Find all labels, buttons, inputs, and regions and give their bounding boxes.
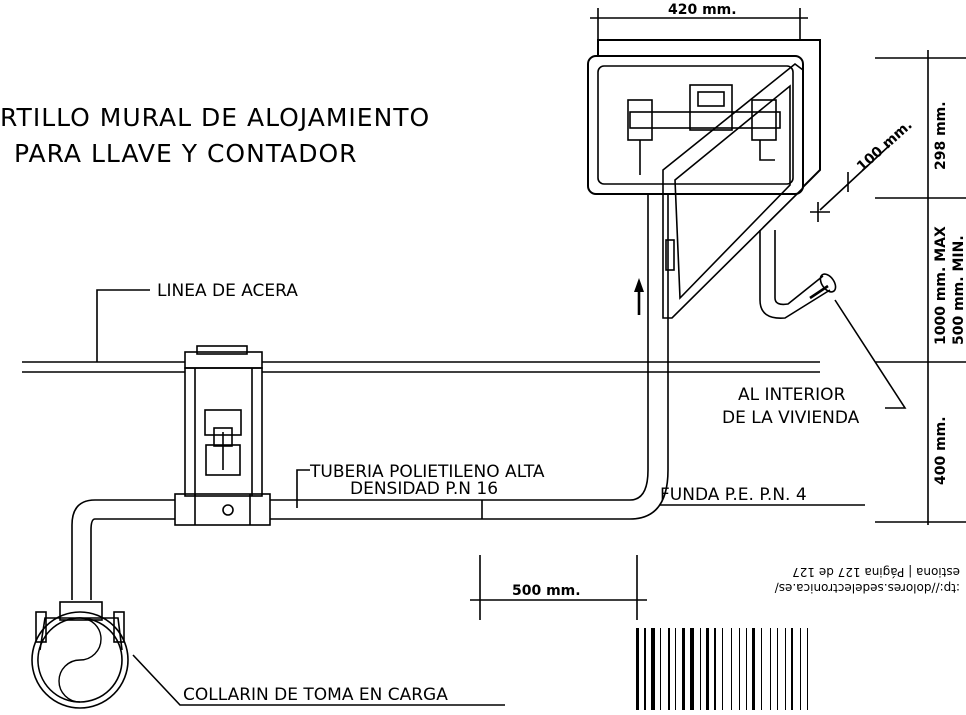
dim-depth (810, 144, 891, 222)
outlet-pipe (759, 230, 837, 319)
barcode-bar (714, 628, 716, 710)
tapping-collar (31, 601, 129, 709)
barcode-bar (722, 628, 723, 710)
linea-acera-leader (96, 289, 150, 362)
barcode-bar (675, 628, 676, 710)
barcode-bar (682, 628, 685, 710)
barcode-bar (746, 628, 747, 710)
stamp-line-2: :tp://dolores.sedelectronica.es/ (774, 581, 960, 595)
tuberia-label-2: DENSIDAD P.N 16 (350, 479, 498, 499)
riser-pipe (629, 190, 669, 520)
title-line-2: PARA LLAVE Y CONTADOR (14, 139, 358, 168)
dim-offset (470, 555, 647, 620)
collarin-label: COLLARIN DE TOMA EN CARGA (183, 685, 448, 705)
dim-width-label: 420 mm. (668, 2, 737, 18)
barcode-bar (807, 628, 808, 710)
interior-leader (834, 299, 907, 409)
barcode-bar (752, 628, 755, 710)
sidewalk-lines (22, 361, 820, 373)
valve-chamber (184, 345, 263, 497)
tuberia-label-1: TUBERIA POLIETILENO ALTA (309, 462, 545, 482)
tuberia-leader (296, 469, 310, 508)
barcode-bar (668, 628, 670, 710)
barcode-bar (690, 628, 694, 710)
meter-cabinet (587, 39, 821, 319)
dim-max-label: 1000 mm. MAX (933, 226, 949, 345)
stamp-text: estiona | Página 127 de 127 :tp://dolore… (774, 565, 960, 595)
funda-label: FUNDA P.E. P.N. 4 (660, 485, 807, 505)
barcode-bar (770, 628, 771, 710)
dim-min-label: 500 mm. MIN. (951, 235, 966, 345)
barcode-bar (739, 628, 740, 710)
collarin-leader (132, 654, 505, 706)
barcode-bar (785, 628, 786, 710)
barcode-bar (636, 628, 639, 710)
barcode-bar (800, 628, 801, 710)
interior-label-1: AL INTERIOR (738, 385, 846, 405)
dim-height-label: 298 mm. (933, 101, 949, 170)
barcode-bar (706, 628, 709, 710)
stamp-line-1: estiona | Página 127 de 127 (792, 565, 960, 579)
barcode-bar (761, 628, 762, 710)
dim-depth-label: 100 mm. (854, 117, 916, 175)
interior-label-2: DE LA VIVIENDA (722, 408, 860, 428)
barcode (636, 628, 808, 710)
barcode-bar (651, 628, 655, 710)
barcode-bar (644, 628, 646, 710)
barcode-bar (731, 628, 732, 710)
dim-ground-label: 400 mm. (933, 416, 949, 485)
dim-width (590, 8, 808, 40)
pe-pipe (71, 493, 630, 600)
linea-acera-label: LINEA DE ACERA (157, 281, 298, 301)
barcode-bar (660, 628, 661, 710)
barcode-bar (700, 628, 701, 710)
title-line-1: RTILLO MURAL DE ALOJAMIENTO (0, 103, 430, 132)
dim-vertical (875, 50, 966, 525)
barcode-bar (777, 628, 778, 710)
dim-offset-label: 500 mm. (512, 583, 581, 599)
barcode-bar (791, 628, 793, 710)
